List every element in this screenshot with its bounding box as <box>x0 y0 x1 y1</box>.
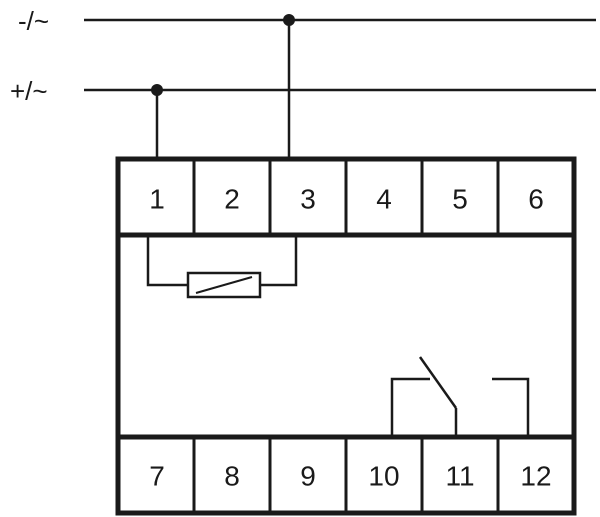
terminal-12-label: 12 <box>520 461 551 492</box>
terminal-10-label: 10 <box>368 461 399 492</box>
contact-blade <box>418 356 458 409</box>
junction-dot-positive <box>151 84 163 96</box>
changeover-contact <box>390 356 530 435</box>
terminal-7-label: 7 <box>149 461 165 492</box>
terminal-8-label: 8 <box>224 461 240 492</box>
terminal-4-label: 4 <box>376 184 392 215</box>
top-terminal-strip: 1 2 3 4 5 6 <box>118 159 574 238</box>
contact-nc-terminal-10 <box>390 377 430 435</box>
relay-coil-symbol <box>186 271 262 299</box>
coil-lead-left <box>146 237 188 287</box>
terminal-1-label: 1 <box>149 184 165 215</box>
terminal-5-label: 5 <box>452 184 468 215</box>
terminal-11-label: 11 <box>445 461 474 492</box>
relay-coil-circuit <box>146 237 298 299</box>
terminal-9-label: 9 <box>300 461 316 492</box>
terminal-2-label: 2 <box>224 184 240 215</box>
terminal-3-label: 3 <box>300 184 316 215</box>
relay-coil-diagonal <box>195 276 253 294</box>
junction-dot-negative <box>283 14 295 26</box>
bottom-terminal-strip: 7 8 9 10 11 12 <box>118 434 574 513</box>
negative-supply-label: -/~ <box>18 6 49 36</box>
terminal-6-label: 6 <box>528 184 544 215</box>
coil-lead-right <box>260 237 298 287</box>
positive-supply-label: +/~ <box>10 76 48 106</box>
contact-no-terminal-12 <box>492 377 530 435</box>
